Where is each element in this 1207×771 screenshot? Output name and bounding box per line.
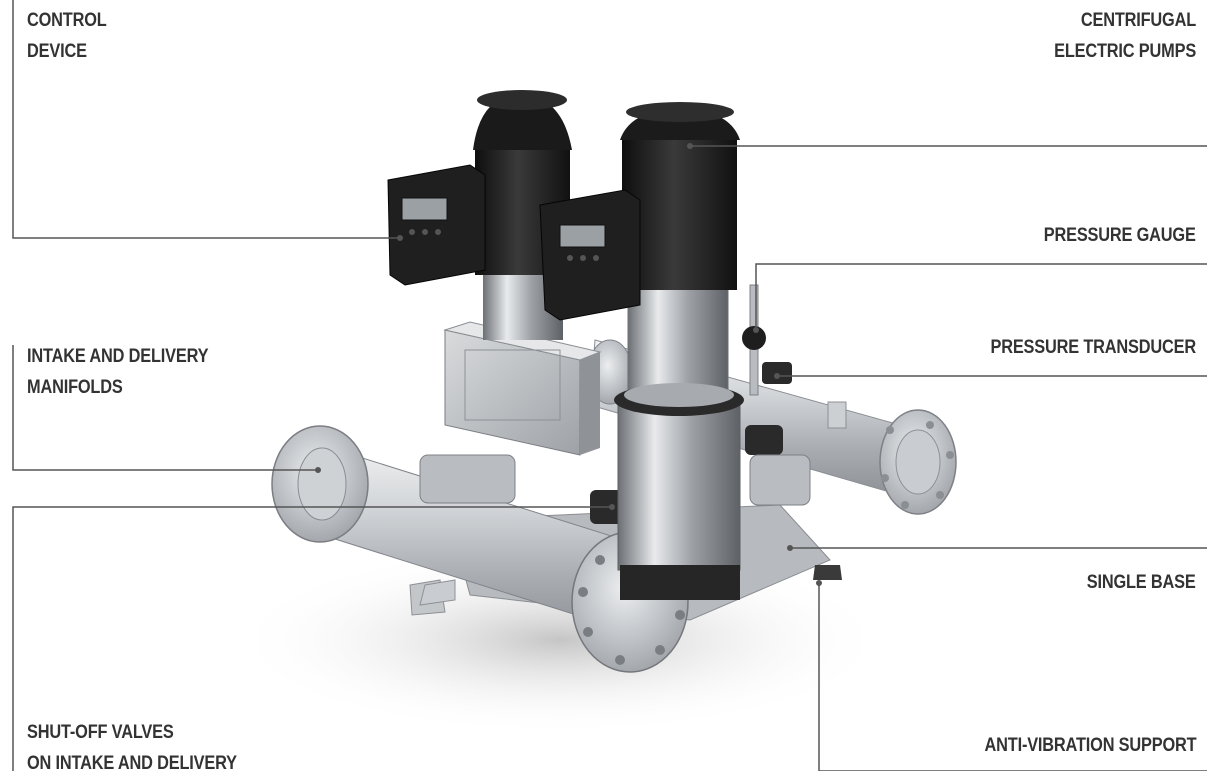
left-motor-cap xyxy=(473,95,572,150)
shutoff-valve-3 xyxy=(745,425,783,455)
label-centrifugal-pumps: CENTRIFUGAL ELECTRIC PUMPS xyxy=(1054,10,1196,62)
label-pressure-transducer: PRESSURE TRANSDUCER xyxy=(990,337,1196,358)
leader-control-device xyxy=(12,0,400,239)
control-device-right xyxy=(539,189,641,321)
control-device-left xyxy=(387,164,486,286)
pressure-gauge xyxy=(742,326,766,350)
label-manifolds: INTAKE AND DELIVERY MANIFOLDS xyxy=(27,346,209,398)
right-motor xyxy=(622,140,737,290)
label-single-base: SINGLE BASE xyxy=(1087,572,1196,593)
leader-shutoff-valves xyxy=(12,506,612,771)
leader-manifolds xyxy=(12,345,318,471)
shutoff-valve-1 xyxy=(419,454,516,504)
label-control-device: CONTROL DEVICE xyxy=(27,10,107,62)
label-shutoff-valves: SHUT-OFF VALVES ON INTAKE AND DELIVERY xyxy=(27,722,237,771)
label-anti-vibration: ANTI-VIBRATION SUPPORT xyxy=(984,735,1196,756)
leader-anti-vibration xyxy=(818,583,1207,771)
anti-vibration-foot xyxy=(813,565,842,580)
right-pump-stack xyxy=(627,279,729,401)
leader-pressure-gauge xyxy=(755,263,1207,330)
label-pressure-gauge: PRESSURE GAUGE xyxy=(1044,225,1196,246)
rear-stub xyxy=(827,401,847,429)
right-pump-housing xyxy=(617,394,741,571)
